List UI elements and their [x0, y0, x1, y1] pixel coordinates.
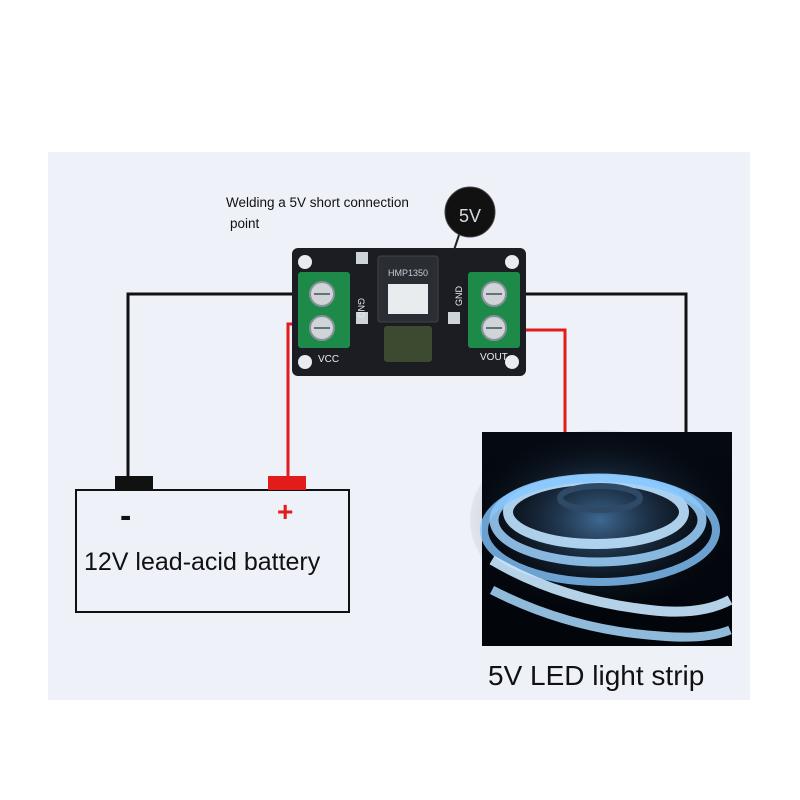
solder-note-line2: point — [230, 216, 260, 231]
vcc-label: VCC — [318, 354, 339, 365]
solder-note-line1: Welding a 5V short connection — [226, 195, 409, 210]
vout-label: VOUT — [480, 352, 508, 363]
solder-point-zoom: 5V — [444, 186, 496, 251]
battery-positive-symbol: + — [277, 496, 294, 527]
battery-negative-symbol: - — [120, 497, 132, 535]
chip-label: HMP1350 — [388, 268, 428, 278]
wire-black-left — [126, 292, 300, 478]
wire-red-right — [516, 328, 567, 432]
gnd-left-label: GND — [356, 298, 366, 319]
zoom-5v-label: 5V — [459, 206, 481, 226]
wire-black-right — [516, 292, 688, 432]
battery — [75, 476, 350, 613]
battery-label: 12V lead-acid battery — [84, 548, 321, 576]
led-strip-label: 5V LED light strip — [488, 660, 705, 691]
battery-positive-terminal — [268, 476, 306, 490]
battery-negative-terminal — [115, 476, 153, 490]
led-strip-photo — [470, 430, 733, 646]
solder-note: Welding a 5V short connection point — [226, 192, 409, 234]
gnd-right-label: GND — [454, 286, 464, 307]
converter-board: HMP1350 GND GND VCC VOUT — [292, 248, 526, 376]
